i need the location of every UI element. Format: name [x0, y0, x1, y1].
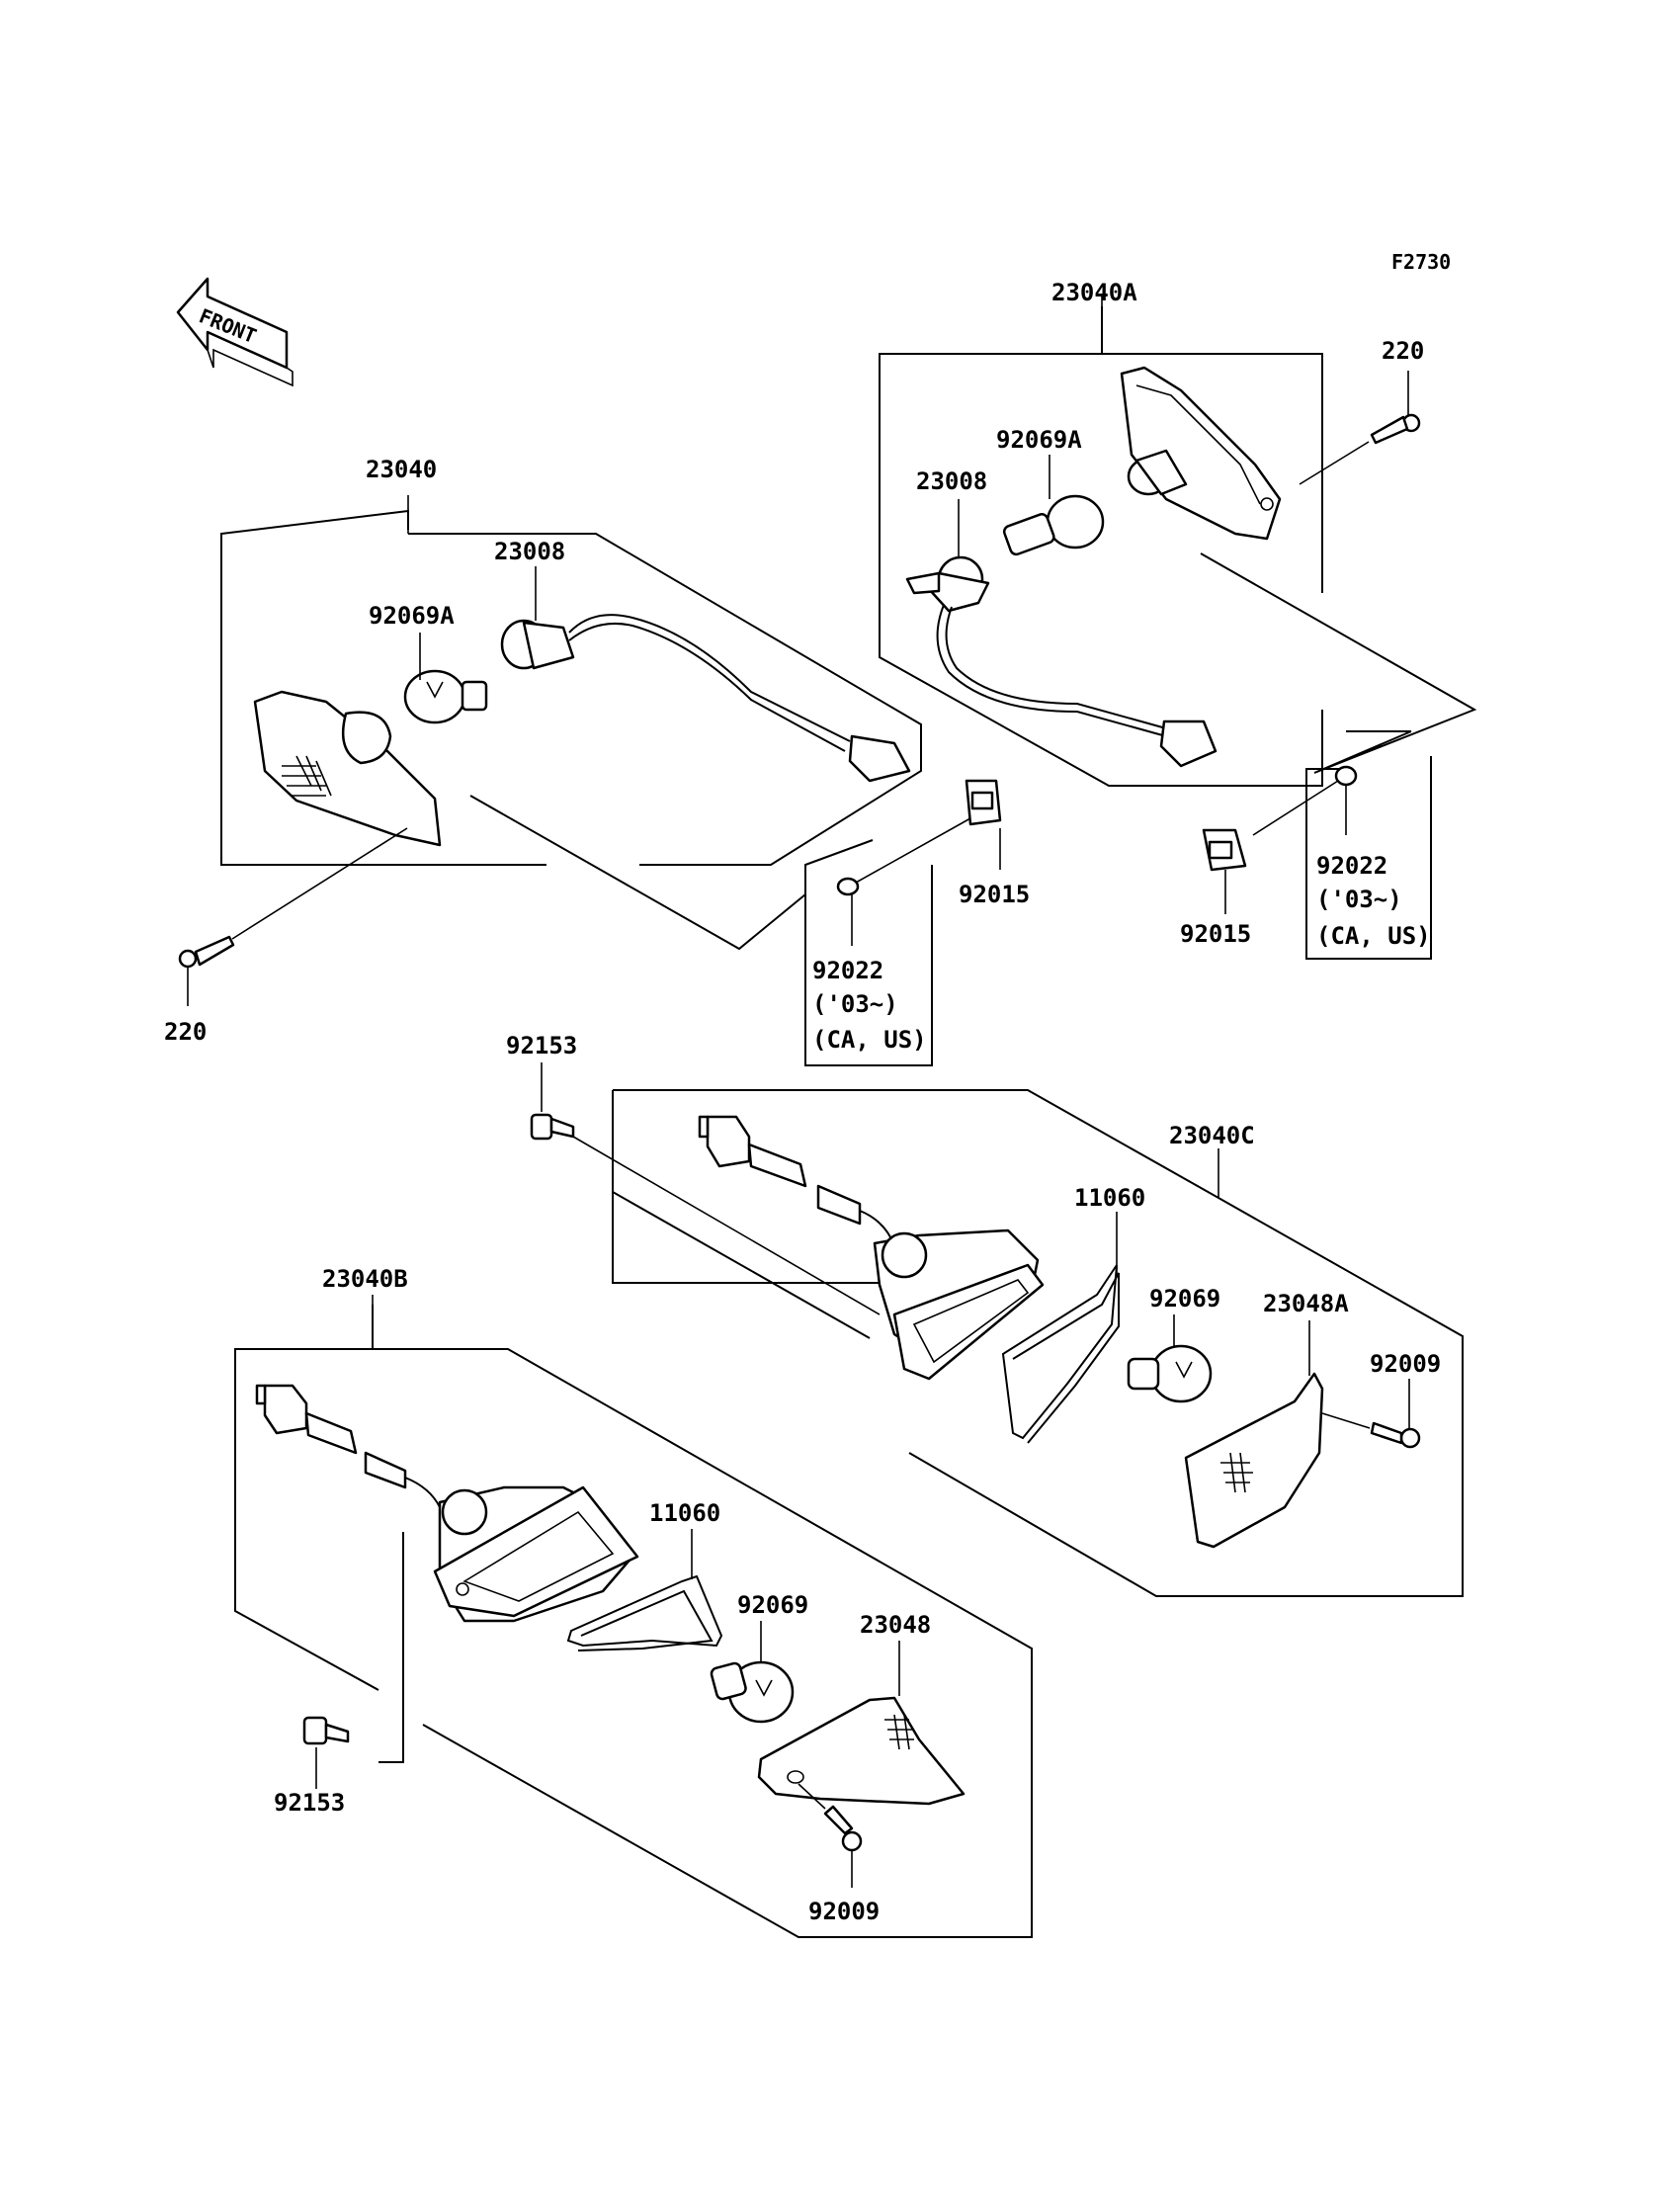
- rear-right-socket: [905, 555, 1218, 768]
- label-92009-right: 92009: [1370, 1350, 1441, 1378]
- front-left-lens: [757, 1696, 966, 1806]
- front-left-housing: [433, 1485, 639, 1623]
- rear-right-turn-signal-group: 23040A 220 92069A 23008 92015 92022 ('03…: [879, 279, 1477, 960]
- rear-left-bulb: [403, 669, 488, 724]
- label-92022-note2-left: (CA, US): [812, 1026, 927, 1054]
- label-23040a: 23040A: [1051, 279, 1137, 306]
- rear-right-washer: [1252, 765, 1358, 836]
- label-23040c: 23040C: [1169, 1122, 1255, 1149]
- front-right-bulb: [1127, 1344, 1213, 1403]
- washer-note-box-right: [1305, 756, 1432, 960]
- label-92015-left: 92015: [959, 881, 1030, 908]
- label-92022-note1-left: ('03~): [812, 990, 898, 1018]
- front-right-mount-bolt: [530, 1113, 881, 1315]
- label-92022-note2-right: (CA, US): [1316, 922, 1431, 950]
- frame-23040b: [234, 1305, 379, 1691]
- front-right-lens-screw: [1321, 1412, 1421, 1449]
- rear-left-socket: [500, 614, 911, 783]
- label-23048: 23048: [860, 1611, 931, 1639]
- label-92069-right: 92069: [1149, 1285, 1220, 1313]
- label-11060-left: 11060: [649, 1499, 720, 1527]
- frame-23040c: [613, 1089, 1464, 1597]
- label-92153-top: 92153: [506, 1032, 577, 1059]
- label-92022-note1-right: ('03~): [1316, 886, 1402, 913]
- label-92069a-left: 92069A: [369, 602, 455, 630]
- rear-right-bulb: [1002, 494, 1105, 556]
- rear-left-lens-housing: [253, 690, 442, 847]
- rear-right-lens-housing: [1120, 366, 1282, 541]
- label-11060-right: 11060: [1074, 1184, 1145, 1212]
- label-220-left: 220: [164, 1018, 207, 1046]
- label-23040: 23040: [366, 456, 437, 483]
- label-220-right: 220: [1382, 337, 1424, 365]
- label-23008-right: 23008: [916, 467, 987, 495]
- front-right-gasket: [1001, 1264, 1120, 1444]
- rear-right-screw: [1299, 413, 1421, 485]
- rear-left-screw: [178, 827, 408, 969]
- frame-23040a: [879, 306, 1323, 787]
- label-92022-left: 92022: [812, 957, 883, 984]
- front-right-housing: [873, 1228, 1045, 1381]
- front-direction-arrow-icon: FRONT: [176, 277, 294, 387]
- rear-right-clip-nut: [1202, 828, 1247, 872]
- front-left-mount-bolt: [302, 1716, 350, 1745]
- label-92069a-right: 92069A: [996, 426, 1082, 454]
- front-right-lens: [1184, 1372, 1324, 1549]
- front-right-turn-signal-group: 23040C 92153 11060 92069 23048A 92009: [506, 1032, 1464, 1597]
- rear-left-clip-nut: [965, 779, 1002, 826]
- front-left-bulb: [710, 1660, 795, 1724]
- front-left-wire-connector: [255, 1384, 441, 1508]
- label-23048a: 23048A: [1263, 1290, 1349, 1317]
- label-92153-bottom: 92153: [274, 1789, 345, 1817]
- front-right-wire-connector: [698, 1115, 895, 1246]
- figure-code: F2730: [1391, 250, 1451, 274]
- label-92022-right: 92022: [1316, 852, 1387, 880]
- rear-left-turn-signal-group: 23040 23008 92069A 220 92015 92022 ('03~…: [164, 456, 1030, 1066]
- label-23008-left: 23008: [494, 538, 565, 565]
- rear-left-washer: [836, 817, 971, 896]
- front-left-lens-screw: [798, 1783, 863, 1852]
- front-left-turn-signal-group: 23040B 11060 92069 23048 92153 92009: [234, 1265, 1033, 1938]
- washer-note-box-left: [804, 839, 933, 1066]
- label-92015-right: 92015: [1180, 920, 1251, 948]
- front-left-gasket: [566, 1574, 723, 1652]
- label-92009-left: 92009: [808, 1898, 880, 1925]
- label-23040b: 23040B: [322, 1265, 408, 1293]
- label-92069-left: 92069: [737, 1591, 808, 1619]
